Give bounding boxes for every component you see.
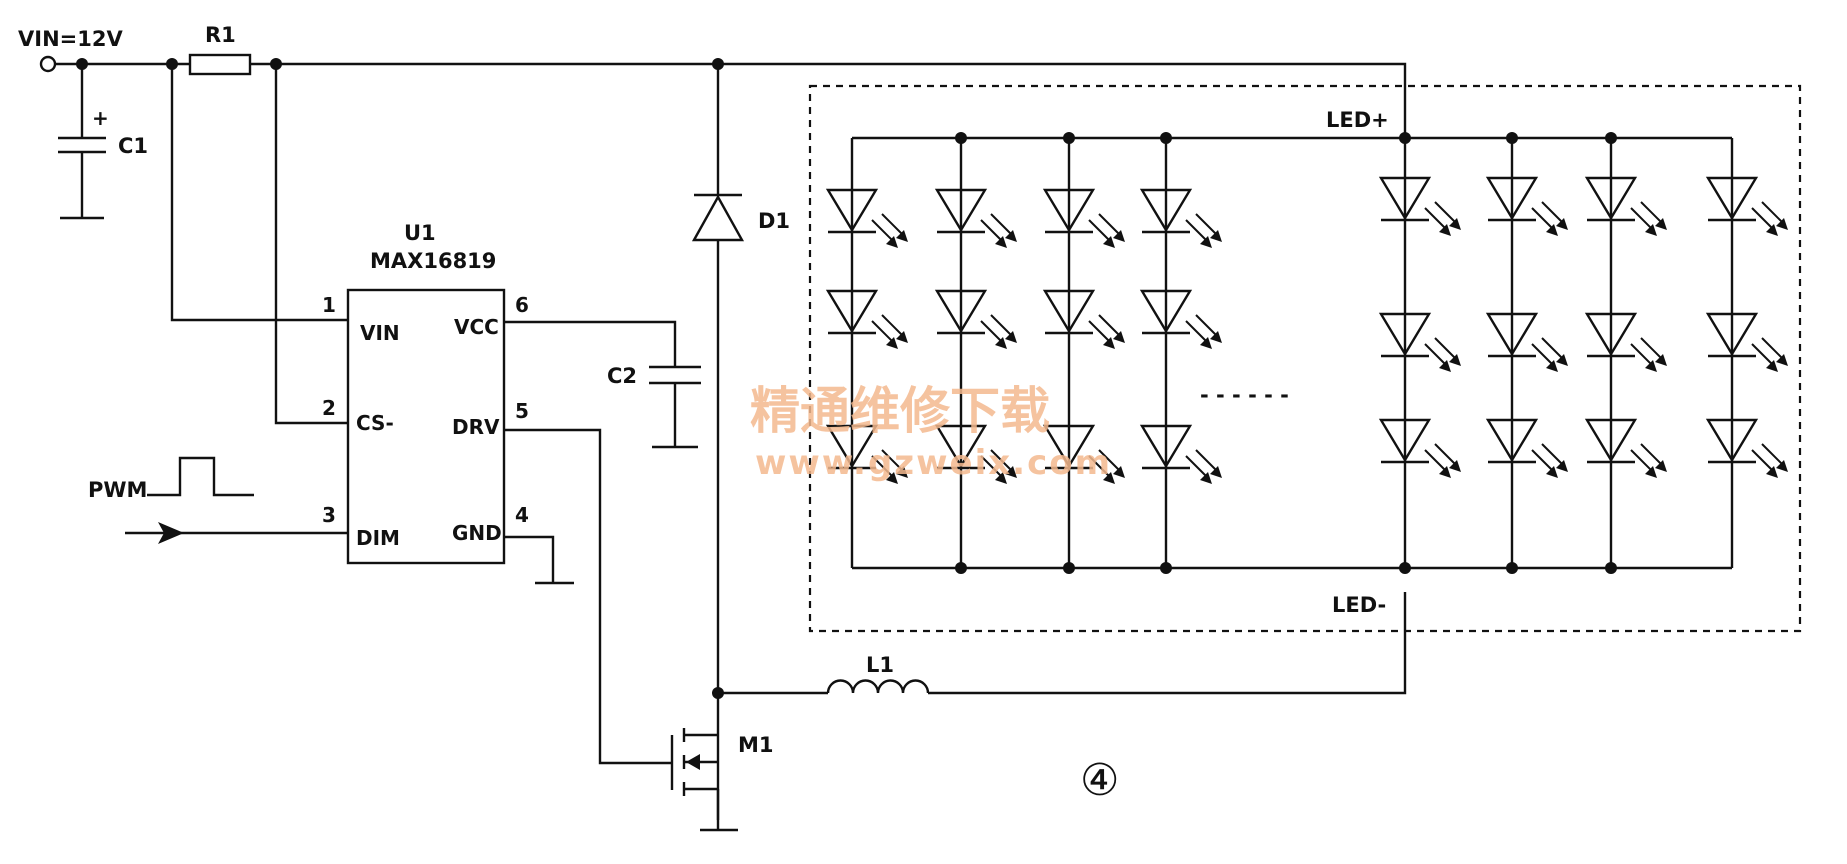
r1-label: R1: [205, 23, 236, 47]
l1-wire: [718, 592, 1407, 695]
junction-dot: [1399, 562, 1411, 574]
led-icon: [1139, 289, 1222, 349]
led-icon: [934, 188, 1017, 248]
d1-label: D1: [758, 209, 790, 233]
led-string: [1378, 138, 1461, 568]
l1-inductor: [826, 679, 930, 694]
l1-label: L1: [866, 653, 894, 677]
c2-label: C2: [607, 364, 637, 388]
ic-pin-drv-name: DRV: [452, 415, 500, 439]
vin-rail-wire: [55, 62, 1407, 138]
led-icon: [934, 289, 1017, 349]
led-string: [825, 138, 908, 568]
junction-dot: [1605, 132, 1617, 144]
ic-pin-4-num: 4: [515, 503, 529, 527]
led-icon: [934, 424, 1017, 484]
junction-dot: [955, 132, 967, 144]
pwm-pulse-icon: [147, 456, 254, 497]
junction-dot: [1063, 132, 1075, 144]
ic-pin-gnd-name: GND: [452, 521, 502, 545]
junction-dot: [1506, 562, 1518, 574]
c1-capacitor: [58, 64, 106, 220]
led-icon: [1042, 289, 1125, 349]
led-icon: [1042, 424, 1125, 484]
ic-pin-vcc-name: VCC: [454, 315, 499, 339]
led-icon: [1705, 418, 1788, 478]
led-minus-label: LED-: [1332, 593, 1386, 617]
ic-pin-dim-name: DIM: [356, 526, 400, 550]
led-array-box: [808, 84, 1802, 633]
vin-terminal: [39, 55, 57, 73]
led-icon: [1485, 312, 1568, 372]
led-icon: [825, 188, 908, 248]
u1-label: U1: [404, 221, 436, 245]
ic-pin-6-num: 6: [515, 293, 529, 317]
figure-number: ④: [1080, 755, 1119, 806]
led-icon: [1584, 418, 1667, 478]
led-string: [934, 138, 1017, 568]
ic-pin-1-num: 1: [322, 293, 336, 317]
led-string: [1139, 138, 1222, 568]
junction-dot: [1160, 132, 1172, 144]
drv-to-gate-wire: [504, 428, 672, 765]
watermark-url: www.gzweix.com: [755, 443, 1112, 483]
gnd-wire: [504, 535, 574, 585]
led-icon: [1139, 188, 1222, 248]
pwm-label: PWM: [88, 478, 147, 502]
junction-dot: [1160, 562, 1172, 574]
led-icon: [1584, 176, 1667, 236]
junction-dot: [955, 562, 967, 574]
junction-dot: [1506, 132, 1518, 144]
led-string: [1042, 138, 1125, 568]
c1-plus-sign: +: [92, 106, 109, 130]
vin-label: VIN=12V: [18, 27, 123, 51]
dim-input-arrow-icon: [158, 522, 184, 544]
junction-dot: [1605, 562, 1617, 574]
led-string: [1584, 138, 1667, 568]
m1-label: M1: [738, 733, 774, 757]
led-icon: [1485, 418, 1568, 478]
ic-pin-cs-name: CS-: [356, 411, 394, 435]
led-string: [1485, 138, 1568, 568]
junction-dot: [1399, 132, 1411, 144]
junction-dot: [76, 58, 88, 70]
m1-mosfet: [670, 728, 738, 832]
led-icon: [825, 289, 908, 349]
led-icon: [1378, 312, 1461, 372]
d1-diode: [691, 193, 745, 242]
ic-pin-5-num: 5: [515, 399, 529, 423]
cs-to-ic-wire: [274, 64, 348, 425]
led-string: [1705, 138, 1788, 568]
r1-resistor: [188, 53, 252, 76]
led-icon: [1584, 312, 1667, 372]
ic-pin-vin-name: VIN: [360, 321, 400, 345]
led-strings: [825, 132, 1788, 574]
led-icon: [1042, 188, 1125, 248]
led-icon: [825, 424, 908, 484]
led-icon: [1705, 312, 1788, 372]
u1-part-label: MAX16819: [370, 249, 496, 273]
led-ellipsis: - - - - - -: [1200, 383, 1289, 407]
led-icon: [1485, 176, 1568, 236]
led-icon: [1378, 418, 1461, 478]
u1-ic-body: [346, 288, 506, 565]
ic-pin-2-num: 2: [322, 396, 336, 420]
c1-label: C1: [118, 134, 148, 158]
ic-pin-3-num: 3: [322, 503, 336, 527]
watermark-text: 精通维修下载: [750, 381, 1050, 440]
led-icon: [1705, 176, 1788, 236]
led-icon: [1378, 176, 1461, 236]
vcc-to-c2-wire: [504, 320, 701, 449]
vin-to-ic-wire: [170, 64, 348, 322]
led-icon: [1139, 424, 1222, 484]
junction-dot: [1063, 562, 1075, 574]
led-plus-label: LED+: [1326, 108, 1389, 132]
